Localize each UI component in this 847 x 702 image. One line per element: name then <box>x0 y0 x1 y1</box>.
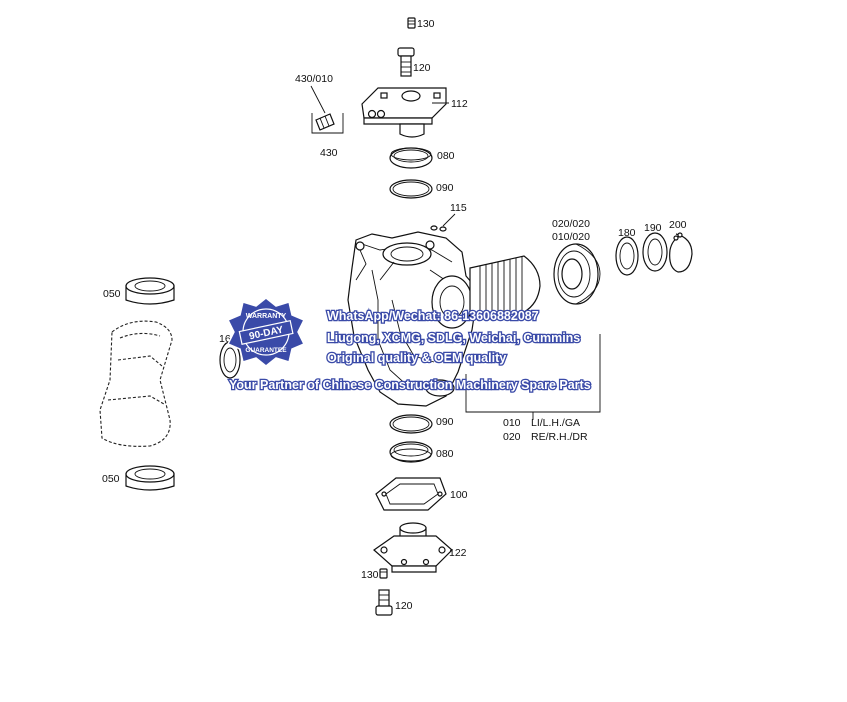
callout-080-bot: 080 <box>436 448 454 460</box>
part-hub-bearing <box>553 243 601 305</box>
callout-180: 180 <box>618 227 636 239</box>
part-steering-knuckle-housing <box>347 231 479 407</box>
part-080-seal-top <box>389 147 433 169</box>
callout-050-top: 050 <box>103 288 121 300</box>
part-120-bolt-bottom <box>375 589 393 616</box>
callout-090-top: 090 <box>436 182 454 194</box>
callout-130-bot: 130 <box>361 569 379 581</box>
variant-010-desc: LI/L.H./GA <box>531 417 580 429</box>
part-200-circlip <box>669 232 693 273</box>
watermark-line-3: Original quality & OEM quality <box>327 351 506 365</box>
callout-020-020: 020/020 <box>552 218 590 230</box>
part-090-oring-bottom <box>389 414 433 434</box>
callout-120-top: 120 <box>413 62 431 74</box>
callout-080-top: 080 <box>437 150 455 162</box>
part-190-ring <box>642 232 668 272</box>
variant-010-code: 010 <box>503 417 521 429</box>
callout-120-bot: 120 <box>395 600 413 612</box>
callout-430: 430 <box>320 147 338 159</box>
part-112-bearing-cap <box>361 87 447 138</box>
part-115-pins <box>430 225 447 232</box>
callout-200: 200 <box>669 219 687 231</box>
part-130-bottom <box>379 568 388 579</box>
part-080-seal-bottom <box>389 441 433 463</box>
part-430-grease-nipple <box>315 113 335 131</box>
part-130-top <box>407 17 416 29</box>
badge-top-text: WARRANTY <box>246 313 287 320</box>
callout-430-010: 430/010 <box>295 73 333 85</box>
part-090-oring-top <box>389 179 433 199</box>
callout-130-top: 130 <box>417 18 435 30</box>
callout-122: 122 <box>449 547 467 559</box>
badge-bottom-text: GUARANTEE <box>245 347 287 354</box>
callout-115: 115 <box>450 202 467 214</box>
part-050-bearing-bottom <box>125 465 175 491</box>
callout-010-020: 010/020 <box>552 231 590 243</box>
watermark-line-1: WhatsApp/Wechat: 86-13606882087 <box>327 309 539 323</box>
callout-090-bot: 090 <box>436 416 454 428</box>
part-050-bearing-top <box>125 277 175 305</box>
part-spindle-stub <box>469 255 541 319</box>
part-100-gasket <box>375 477 447 511</box>
callout-050-bot: 050 <box>102 473 120 485</box>
part-180-washer <box>615 236 639 276</box>
part-120-bolt-top <box>397 47 415 77</box>
warranty-badge: WARRANTY 90-DAY GUARANTEE <box>226 297 306 367</box>
callout-190: 190 <box>644 222 662 234</box>
variant-020-desc: RE/R.H./DR <box>531 431 588 443</box>
variant-020-code: 020 <box>503 431 521 443</box>
part-axle-housing-outline <box>99 320 173 447</box>
watermark-line-4: Your Partner of Chinese Construction Mac… <box>229 378 591 392</box>
watermark-line-2: Liugong, XCMG, SDLG, Weichai, Cummins <box>327 331 580 345</box>
part-122-bottom-cap <box>373 522 453 573</box>
callout-100: 100 <box>450 489 468 501</box>
callout-112: 112 <box>451 98 468 110</box>
